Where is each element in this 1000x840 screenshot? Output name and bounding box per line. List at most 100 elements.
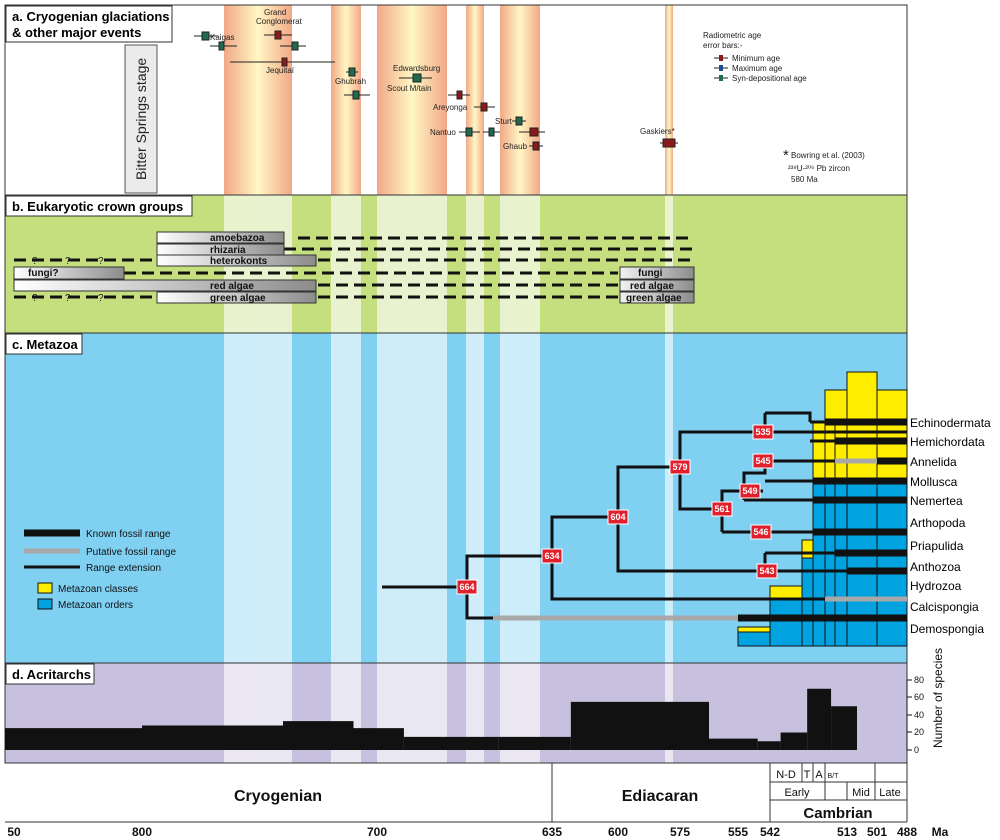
label-scout: Scout M/tain [387, 84, 431, 93]
bitter-springs-box [124, 44, 158, 194]
metazoa-taxa: Echinodermata Hemichordata Annelida Moll… [910, 416, 991, 636]
legend-max: Maximum age [732, 64, 783, 73]
legend-min: Minimum age [732, 54, 781, 63]
taxon-demospongia: Demospongia [910, 622, 984, 636]
svg-text:?: ? [65, 293, 71, 304]
svg-text:513: 513 [837, 825, 857, 839]
panel-c-title: c. Metazoa [12, 337, 79, 352]
panel-b-bg [5, 195, 907, 333]
svg-text:488: 488 [897, 825, 917, 839]
label-red-algae: red algae [210, 281, 254, 292]
svg-text:T: T [804, 769, 811, 781]
eukaryote-labels: amoebazoa rhizaria heterokonts fungi? re… [28, 233, 682, 304]
svg-text:555: 555 [728, 825, 748, 839]
label-green-algae-right: green algae [626, 293, 682, 304]
svg-text:664: 664 [459, 582, 474, 592]
svg-text:*: * [783, 147, 789, 164]
svg-text:580 Ma: 580 Ma [791, 175, 818, 184]
svg-text:Radiometric age: Radiometric age [703, 31, 762, 40]
label-grand: Grand [264, 8, 286, 17]
label-jequitai: Jequitaí [266, 66, 295, 75]
svg-text:Ma: Ma [932, 825, 949, 839]
svg-text:542: 542 [760, 825, 780, 839]
svg-text:Early: Early [784, 787, 810, 799]
svg-text:579: 579 [672, 462, 687, 472]
panel-d-title: d. Acritarchs [12, 667, 91, 682]
taxon-hydrozoa: Hydrozoa [910, 579, 962, 593]
svg-text:Range extension: Range extension [86, 563, 161, 574]
label-red-algae-right: red algae [630, 281, 674, 292]
svg-text:575: 575 [670, 825, 690, 839]
panel-b-title-box [5, 195, 193, 217]
svg-text:501: 501 [867, 825, 887, 839]
acritarch-bar-5 [498, 736, 571, 750]
svg-text:Metazoan classes: Metazoan classes [58, 584, 138, 595]
panel-d-title-box [5, 663, 95, 685]
svg-text:634: 634 [544, 551, 559, 561]
svg-text:Late: Late [879, 787, 900, 799]
svg-text:²³⁹U-²⁰⁶ Pb zircon: ²³⁹U-²⁰⁶ Pb zircon [788, 164, 850, 173]
label-ghaub: Ghaub [503, 142, 528, 151]
glaciation-error-bars [194, 30, 678, 151]
svg-text:Cryogenian: Cryogenian [234, 788, 322, 805]
svg-text:Mid: Mid [852, 787, 870, 799]
taxon-hemichordata: Hemichordata [910, 435, 985, 449]
svg-text:N-D: N-D [776, 769, 796, 781]
svg-text:80: 80 [914, 675, 924, 685]
svg-text:635: 635 [542, 825, 562, 839]
label-edwardsburg: Edwardsburg [393, 64, 440, 73]
acritarch-bar-7 [709, 738, 758, 750]
label-gaskiers: Gaskiers* [640, 127, 675, 136]
question-marks: ? ? ? ? ? ? [32, 256, 104, 304]
label-fungi-right: fungi [638, 268, 663, 279]
svg-text:?: ? [32, 293, 38, 304]
svg-text:?: ? [65, 256, 71, 267]
acritarch-axis: 80 60 40 20 0 Number of species [906, 648, 945, 755]
taxon-nemertea: Nemertea [910, 494, 963, 508]
acritarch-bar-4 [403, 736, 499, 750]
panel-a-title: a. Cryogenian glaciations [12, 9, 170, 24]
svg-text:Putative fossil range: Putative fossil range [86, 547, 176, 558]
panel-a-title-box [5, 5, 173, 43]
label-conglomerat: Conglomerat [256, 17, 303, 26]
svg-text:543: 543 [759, 566, 774, 576]
eukaryote-ranges [14, 236, 692, 299]
taxon-mollusca: Mollusca [910, 475, 958, 489]
svg-text:604: 604 [610, 512, 625, 522]
svg-text:Metazoan orders: Metazoan orders [58, 600, 133, 611]
taxon-priapulida: Priapulida [910, 539, 964, 553]
svg-text:?: ? [98, 256, 104, 267]
legend-syn: Syn-depositional age [732, 74, 807, 83]
svg-text:?: ? [32, 256, 38, 267]
svg-text:546: 546 [753, 527, 768, 537]
label-sturt: Sturt [495, 117, 513, 126]
eukaryote-boxes [13, 231, 695, 304]
bitter-springs-label: Bitter Springs stage [133, 58, 149, 180]
acritarch-chart [5, 688, 857, 750]
label-amoebazoa: amoebazoa [210, 233, 265, 244]
putative-fossil-ranges [493, 458, 907, 621]
acritarch-bar-6 [570, 701, 709, 750]
panel-borders [4, 4, 908, 764]
error-bar-legend: Radiometric age error bars:- Minimum age… [703, 31, 807, 83]
metazoa-legend: Known fossil range Putative fossil range… [24, 529, 176, 611]
acritarch-bar-11 [831, 706, 857, 750]
svg-text:?: ? [98, 293, 104, 304]
svg-text:error bars:-: error bars:- [703, 41, 743, 50]
panel-a-title-2: & other major events [12, 25, 141, 40]
label-fungi-q: fungi? [28, 268, 59, 279]
label-heterokonts: heterokonts [210, 256, 268, 267]
acritarch-bar-0 [5, 728, 142, 750]
svg-text:800: 800 [132, 825, 152, 839]
known-fossil-ranges [738, 418, 907, 622]
svg-text:40: 40 [914, 710, 924, 720]
svg-text:B/T: B/T [828, 773, 840, 780]
label-ghubrah: Ghubrah [335, 77, 366, 86]
svg-text:700: 700 [367, 825, 387, 839]
svg-text:Cambrian: Cambrian [803, 805, 872, 822]
acritarch-bar-10 [807, 688, 832, 750]
label-nantuo: Nantuo [430, 128, 456, 137]
panel-c-title-box [5, 333, 83, 355]
svg-text:20: 20 [914, 727, 924, 737]
svg-text:Bowring et al. (2003): Bowring et al. (2003) [791, 151, 865, 160]
